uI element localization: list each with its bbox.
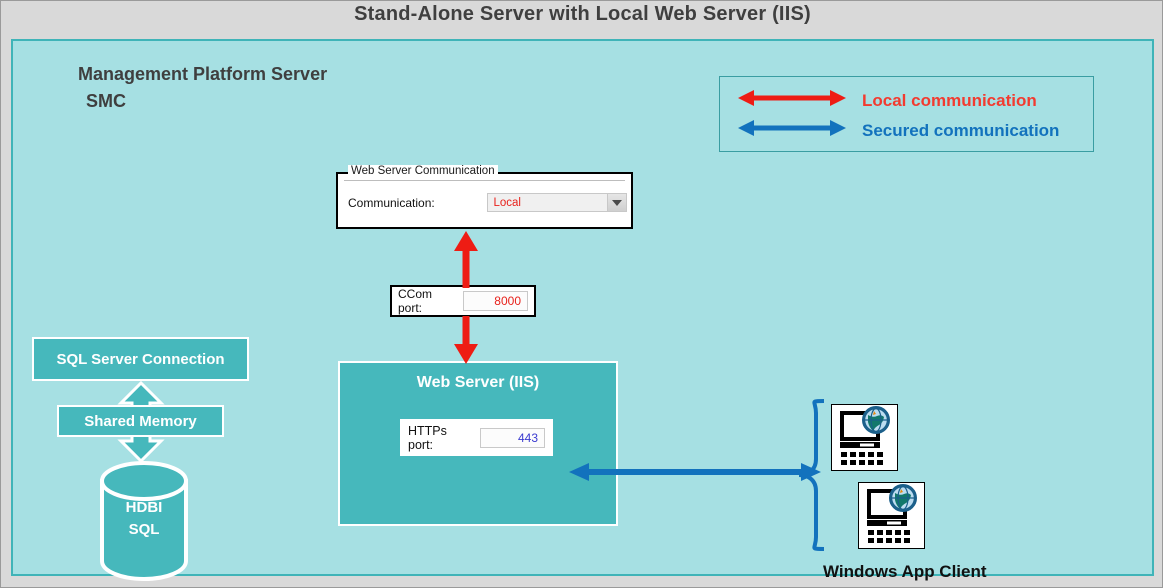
- web-server-iis-box: Web Server (IIS) HTTPs port: 443: [338, 361, 618, 526]
- sql-server-connection-box: SQL Server Connection: [32, 337, 249, 381]
- double-arrow-red-icon: [738, 89, 846, 112]
- diagram-panel: Management Platform Server SMC Local com…: [11, 39, 1154, 581]
- legend-item-secured: Secured communication: [738, 119, 1059, 142]
- chevron-down-icon[interactable]: [607, 194, 626, 211]
- database-cylinder-icon: [97, 461, 191, 581]
- https-port-label: HTTPs port:: [408, 423, 447, 452]
- https-port-box: HTTPs port: 443: [400, 419, 553, 456]
- server-heading-line2: SMC: [86, 91, 126, 111]
- communication-row: Communication: Local: [348, 193, 627, 212]
- communication-dropdown-value: Local: [493, 196, 521, 209]
- red-arrow-up-icon: [453, 231, 479, 288]
- groupbox-frame: [344, 180, 625, 222]
- windows-client-2[interactable]: [858, 482, 925, 549]
- server-heading-line1: Management Platform Server: [78, 64, 328, 84]
- groupbox-title: Web Server Communication: [348, 165, 498, 177]
- windows-app-client-label: Windows App Client: [823, 562, 987, 581]
- ccom-port-box: CCom port: 8000: [390, 285, 536, 317]
- database-label: HDBI SQL: [97, 497, 191, 541]
- legend-item-local: Local communication: [738, 89, 1037, 112]
- legend-label-local: Local communication: [862, 90, 1037, 110]
- legend: Local communication Secured communicatio…: [719, 76, 1094, 152]
- web-server-iis-title: Web Server (IIS): [416, 374, 540, 391]
- database-label-line2: SQL: [128, 521, 160, 538]
- computer-globe-icon: [859, 484, 924, 552]
- database-label-line1: HDBI: [125, 499, 163, 516]
- server-heading: Management Platform Server SMC: [78, 61, 327, 115]
- windows-client-1[interactable]: [831, 404, 898, 471]
- ccom-port-input[interactable]: 8000: [463, 291, 528, 311]
- web-server-communication-groupbox: Web Server Communication Communication: …: [336, 165, 633, 229]
- red-arrow-down-icon: [453, 316, 479, 364]
- legend-label-secured: Secured communication: [862, 120, 1060, 140]
- computer-globe-icon: [832, 406, 897, 474]
- ccom-port-label: CCom port:: [398, 287, 433, 315]
- communication-label: Communication:: [348, 195, 435, 210]
- page-title: Stand-Alone Server with Local Web Server…: [354, 3, 811, 25]
- double-arrow-blue-icon: [738, 119, 846, 142]
- blue-double-arrow-icon: [569, 461, 821, 483]
- shared-memory-box: Shared Memory: [57, 405, 224, 437]
- https-port-input[interactable]: 443: [480, 427, 545, 448]
- communication-dropdown[interactable]: Local: [487, 193, 627, 212]
